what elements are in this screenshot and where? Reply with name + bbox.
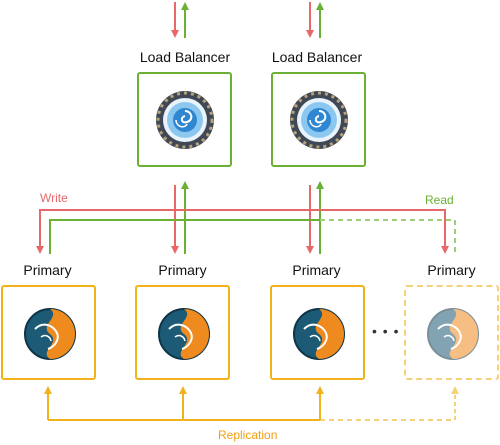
mysql-dolphin-icon <box>158 308 210 360</box>
lb2-title: Load Balancer <box>271 49 363 65</box>
mysql-dolphin-icon <box>293 308 345 360</box>
read-label: Read <box>425 193 454 207</box>
db4-title: Primary <box>427 262 476 278</box>
load-balancer-1[interactable] <box>137 72 232 167</box>
lb2-top-arrows <box>306 2 324 38</box>
database-1[interactable] <box>1 285 96 380</box>
replication-label: Replication <box>218 428 278 442</box>
mysql-dolphin-icon <box>24 308 76 360</box>
lb1-top-arrows <box>171 2 189 38</box>
write-bus <box>36 209 449 254</box>
database-2[interactable] <box>135 285 230 380</box>
db3-title: Primary <box>292 262 341 278</box>
mysql-dolphin-icon <box>427 308 479 360</box>
db1-title: Primary <box>23 262 72 278</box>
database-3[interactable] <box>270 285 365 380</box>
database-4-optional[interactable] <box>404 285 499 380</box>
replication-bus <box>44 386 459 421</box>
more-nodes-ellipsis: • • • <box>372 323 400 339</box>
read-bus <box>49 219 456 254</box>
write-label: Write <box>40 191 68 205</box>
lb1-title: Load Balancer <box>139 49 231 65</box>
portal-vortex-icon <box>156 91 214 149</box>
db2-title: Primary <box>158 262 207 278</box>
load-balancer-2[interactable] <box>271 72 366 167</box>
portal-vortex-icon <box>290 91 348 149</box>
